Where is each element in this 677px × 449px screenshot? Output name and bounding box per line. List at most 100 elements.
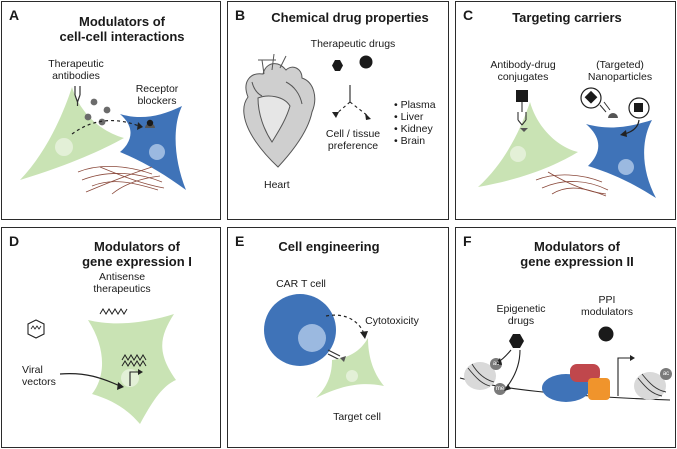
panel-d: D Modulators of gene expression I Antise… (1, 227, 221, 448)
preference-line1: Cell / tissue (325, 128, 381, 140)
epigenetic-drug-icon (509, 334, 524, 348)
panel-f-title-line1: Modulators of (534, 239, 620, 254)
hexagon-drug-icon (332, 60, 343, 71)
blockers-line2: blockers (137, 95, 177, 107)
viral-vector-icon (27, 319, 45, 339)
viral-line1: Viral (22, 364, 43, 376)
protein-red (570, 364, 600, 382)
epigenetic-drugs-label: Epigenetic drugs (486, 303, 556, 327)
car-t-cell (264, 294, 336, 366)
ppi-line1: PPI (598, 294, 616, 306)
nano-line2: Nanoparticles (587, 71, 653, 83)
panel-a-title-line2: cell-cell interactions (59, 29, 185, 44)
dashed-arrow (71, 120, 140, 135)
antisense-line2: therapeutics (93, 283, 151, 295)
car-t-label: CAR T cell (276, 278, 326, 290)
antisense-line1: Antisense (98, 271, 146, 283)
panel-d-illustration (27, 308, 176, 424)
blocker-dot (146, 119, 154, 127)
panel-d-title: Modulators of gene expression I (52, 239, 222, 269)
cytotoxicity-label: Cytotoxicity (365, 315, 419, 327)
therapeutic-drugs-label: Therapeutic drugs (310, 38, 396, 50)
cytotoxicity-arrow (325, 314, 365, 335)
panel-d-title-line2: gene expression I (82, 254, 192, 269)
panel-d-letter: D (9, 233, 20, 249)
therapeutic-antibodies-label: Therapeutic antibodies (36, 58, 116, 82)
organ-list: Plasma Liver Kidney Brain (394, 99, 436, 147)
organ-item: Liver (394, 111, 436, 123)
panel-e-illustration (264, 294, 384, 398)
panel-b-illustration (243, 53, 373, 168)
antisense-label: Antisense therapeutics (82, 271, 162, 295)
panel-c: C Targeting carriers Antibody-drug conju… (455, 1, 676, 220)
ecm-fibers (77, 166, 165, 195)
epi-line1: Epigenetic (496, 303, 546, 315)
panel-a-illustration (20, 86, 186, 195)
preference-line2: preference (327, 140, 379, 152)
nucleosome-icon (464, 362, 496, 390)
panel-d-title-line1: Modulators of (94, 239, 180, 254)
viral-entry-arrow (59, 373, 121, 387)
nano-line1: (Targeted) (596, 59, 644, 71)
blockers-line1: Receptor (135, 83, 179, 95)
car-t-nucleus (298, 324, 326, 352)
panel-f-title-line2: gene expression II (520, 254, 634, 269)
organ-item: Brain (394, 135, 436, 147)
viral-line2: vectors (22, 376, 56, 388)
car-receptor-icon (327, 349, 341, 361)
nano-antibody-icon (599, 101, 611, 113)
panel-e-title: Cell engineering (278, 239, 380, 254)
panel-e-letter: E (235, 233, 245, 249)
antibody-dot (103, 106, 111, 114)
methylation-mark (494, 383, 506, 395)
blue-nucleus (149, 144, 165, 160)
panel-a-title-line1: Modulators of (79, 14, 165, 29)
panel-c-illustration (478, 87, 656, 198)
panel-a-letter: A (9, 7, 20, 23)
adc-label: Antibody-drug conjugates (478, 59, 568, 83)
antibody-dot (90, 98, 98, 106)
ppi-modulators-label: PPI modulators (569, 294, 645, 318)
target-cell-label: Target cell (333, 411, 381, 423)
ecm-fibers (535, 171, 609, 197)
adc-antibody-icon (517, 102, 527, 126)
acetylation-mark (660, 368, 672, 380)
green-nucleus (55, 138, 73, 156)
panel-f: F Modulators of gene expression II Epige… (455, 227, 676, 448)
receptor-blockers-label: Receptor blockers (122, 83, 192, 107)
panel-b-letter: B (235, 7, 246, 23)
ac-mark-label: ac (492, 361, 500, 367)
blue-cell (586, 120, 656, 198)
antibody-icon (74, 86, 81, 106)
blue-nucleus (618, 159, 634, 175)
ac-mark-label: ac (662, 371, 670, 377)
ppi-line2: modulators (581, 306, 633, 318)
transcription-start-icon (617, 357, 632, 396)
organ-item: Kidney (394, 123, 436, 135)
branch-right (349, 101, 369, 117)
green-nucleus (510, 146, 526, 162)
heart-label: Heart (264, 179, 290, 191)
ppi-modulator-icon (598, 326, 614, 342)
adc-payload-icon (516, 90, 528, 102)
cell-tissue-preference-label: Cell / tissue preference (318, 128, 388, 152)
green-cell (478, 102, 578, 187)
adc-line2: conjugates (497, 71, 549, 83)
panel-b-title: Chemical drug properties (271, 10, 429, 25)
antibodies-line2: antibodies (52, 70, 100, 82)
antibody-dot (84, 113, 92, 121)
epi-line2: drugs (507, 315, 535, 327)
panel-b: B Chemical drug properties Therapeutic d… (227, 1, 449, 220)
antisense-wave-icon (99, 308, 128, 315)
target-nucleus (346, 370, 358, 382)
panel-e: E Cell engineering CAR T cell Cytotoxici… (227, 227, 449, 448)
me-mark-label: me (495, 386, 505, 392)
viral-vectors-label: Viral vectors (22, 364, 56, 388)
panel-f-letter: F (463, 233, 472, 249)
panel-f-illustration (459, 326, 672, 402)
panel-c-title: Targeting carriers (512, 10, 622, 25)
heart-icon (243, 53, 316, 168)
nucleosome-icon (634, 372, 666, 400)
arrowhead (137, 122, 143, 130)
organ-item: Plasma (394, 99, 436, 111)
